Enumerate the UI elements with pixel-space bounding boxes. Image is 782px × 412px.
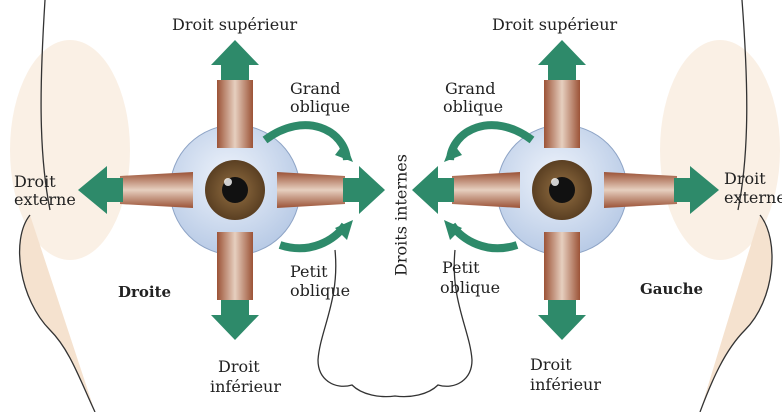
label-petit-oblique-left-2: oblique [440, 279, 500, 297]
label-droit-externe-left-2: externe [724, 189, 782, 207]
up-arrow-icon [538, 40, 586, 80]
down-arrow-icon [211, 300, 259, 340]
medial-rectus-muscle [452, 172, 520, 208]
right-arrow-icon [343, 166, 385, 214]
label-droit-superieur-right: Droit supérieur [172, 16, 297, 34]
medial-rectus-muscle [277, 172, 345, 208]
petit-oblique-arrow-icon [280, 225, 345, 248]
superior-rectus-muscle [217, 80, 253, 148]
inferior-rectus-muscle [544, 232, 580, 300]
label-grand-oblique-right-1: Grand [290, 80, 341, 98]
lateral-rectus-muscle [604, 172, 677, 208]
label-droits-internes: Droits internes [392, 145, 410, 285]
label-droit-externe-right-2: externe [14, 191, 76, 209]
label-droit-inferieur-left-1: Droit [530, 356, 572, 374]
label-petit-oblique-right-1: Petit [290, 263, 328, 281]
label-petit-oblique-left-1: Petit [442, 259, 480, 277]
superior-rectus-muscle [544, 80, 580, 148]
label-droit-superieur-left: Droit supérieur [492, 16, 617, 34]
label-grand-oblique-right-2: oblique [290, 98, 350, 116]
label-droit-externe-left-1: Droit [724, 170, 766, 188]
inferior-rectus-muscle [217, 232, 253, 300]
left-arrow-icon [412, 166, 454, 214]
label-side-gauche: Gauche [640, 280, 703, 298]
label-grand-oblique-left-2: oblique [443, 98, 503, 116]
lateral-rectus-muscle [120, 172, 193, 208]
label-droit-inferieur-right-2: inférieur [210, 378, 281, 396]
label-droit-externe-right-1: Droit [14, 173, 56, 191]
label-side-droite: Droite [118, 283, 171, 301]
label-petit-oblique-right-2: oblique [290, 282, 350, 300]
label-droit-inferieur-left-2: inférieur [530, 376, 601, 394]
down-arrow-icon [538, 300, 586, 340]
label-droit-inferieur-right-1: Droit [218, 358, 260, 376]
label-grand-oblique-left-1: Grand [445, 80, 496, 98]
up-arrow-icon [211, 40, 259, 80]
petit-oblique-arrow-icon [452, 225, 517, 248]
